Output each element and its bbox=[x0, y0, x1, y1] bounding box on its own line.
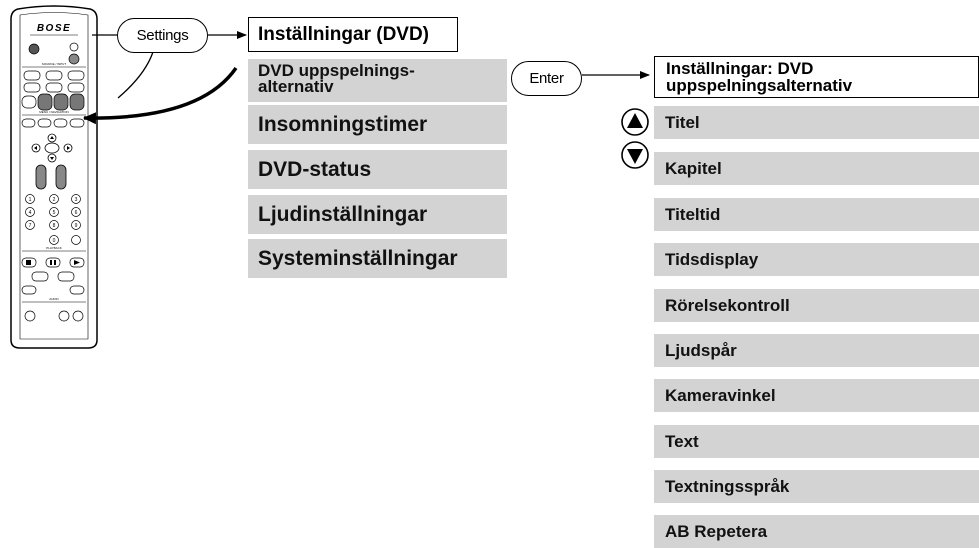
main-menu-item-label: Insomningstimer bbox=[258, 112, 428, 136]
sub-menu-item-label: AB Repetera bbox=[665, 521, 768, 541]
sub-menu-title: Inställningar: DVD uppspelningsalternati… bbox=[654, 56, 979, 98]
sub-menu-item-label: Ljudspår bbox=[665, 340, 737, 360]
main-menu-item-label: Systeminställningar bbox=[258, 246, 458, 270]
sub-menu-item-label: Titel bbox=[665, 112, 700, 132]
main-menu-item-system-settings[interactable]: Systeminställningar bbox=[248, 239, 507, 278]
main-menu-title: Inställningar (DVD) bbox=[248, 17, 458, 52]
down-arrow-icon bbox=[621, 141, 649, 169]
svg-text:PLAYBACK: PLAYBACK bbox=[46, 246, 62, 250]
svg-text:5: 5 bbox=[53, 210, 56, 216]
sub-menu-item-ab-repeat[interactable]: AB Repetera bbox=[654, 515, 979, 548]
settings-callout-label: Settings bbox=[136, 27, 189, 44]
settings-curve bbox=[117, 51, 154, 99]
main-menu-item-audio-settings[interactable]: Ljudinställningar bbox=[248, 195, 507, 234]
enter-callout-label: Enter bbox=[529, 70, 564, 87]
sub-menu-item-label: Tidsdisplay bbox=[665, 249, 759, 269]
main-menu-item-label: Ljudinställningar bbox=[258, 202, 428, 226]
sub-menu-item-subtitle-language[interactable]: Textningsspråk bbox=[654, 470, 979, 503]
svg-text:8: 8 bbox=[53, 223, 56, 229]
main-menu-item-label: DVD-status bbox=[258, 157, 372, 181]
sub-menu-item-label: Textningsspråk bbox=[665, 476, 790, 496]
main-menu-item-label: DVD uppspelnings- alternativ bbox=[258, 61, 415, 96]
sub-menu-item-title[interactable]: Titel bbox=[654, 106, 979, 139]
main-menu-item-sleep-timer[interactable]: Insomningstimer bbox=[248, 105, 507, 144]
svg-text:2: 2 bbox=[53, 197, 56, 203]
sub-menu-item-title-time[interactable]: Titeltid bbox=[654, 198, 979, 231]
sub-menu-item-time-display[interactable]: Tidsdisplay bbox=[654, 243, 979, 276]
sub-menu-item-chapter[interactable]: Kapitel bbox=[654, 152, 979, 185]
sub-menu-item-label: Rörelsekontroll bbox=[665, 295, 790, 315]
main-menu-item-dvd-status[interactable]: DVD-status bbox=[248, 150, 507, 189]
sub-menu-item-motion-control[interactable]: Rörelsekontroll bbox=[654, 289, 979, 322]
svg-text:7: 7 bbox=[29, 223, 32, 229]
enter-curve-arrow bbox=[83, 67, 238, 125]
svg-text:3: 3 bbox=[75, 197, 78, 203]
sub-menu-item-label: Kapitel bbox=[665, 158, 722, 178]
svg-text:9: 9 bbox=[75, 223, 78, 229]
svg-text:SOURCE / INPUT: SOURCE / INPUT bbox=[42, 62, 67, 66]
svg-text:AUDIO: AUDIO bbox=[49, 297, 59, 301]
remote-control: BOSE SOURCE / INPUT MENU / NAVIGATION 1 2… bbox=[10, 5, 98, 349]
sub-menu-item-label: Kameravinkel bbox=[665, 385, 776, 405]
sub-menu-item-camera-angle[interactable]: Kameravinkel bbox=[654, 379, 979, 412]
sub-menu-item-text[interactable]: Text bbox=[654, 425, 979, 458]
main-menu-item-dvd-playback[interactable]: DVD uppspelnings- alternativ bbox=[248, 59, 507, 102]
sub-menu-item-audio-track[interactable]: Ljudspår bbox=[654, 334, 979, 367]
sub-menu-item-label: Titeltid bbox=[665, 204, 721, 224]
up-arrow-icon bbox=[621, 108, 649, 136]
svg-text:6: 6 bbox=[75, 210, 78, 216]
enter-callout: Enter bbox=[511, 61, 582, 96]
settings-callout: Settings bbox=[117, 18, 208, 53]
remote-brand: BOSE bbox=[37, 23, 71, 34]
svg-text:4: 4 bbox=[29, 210, 32, 216]
svg-text:1: 1 bbox=[29, 197, 32, 203]
svg-text:MENU / NAVIGATION: MENU / NAVIGATION bbox=[39, 110, 68, 114]
svg-text:0: 0 bbox=[53, 238, 56, 244]
sub-menu-item-label: Text bbox=[665, 431, 699, 451]
